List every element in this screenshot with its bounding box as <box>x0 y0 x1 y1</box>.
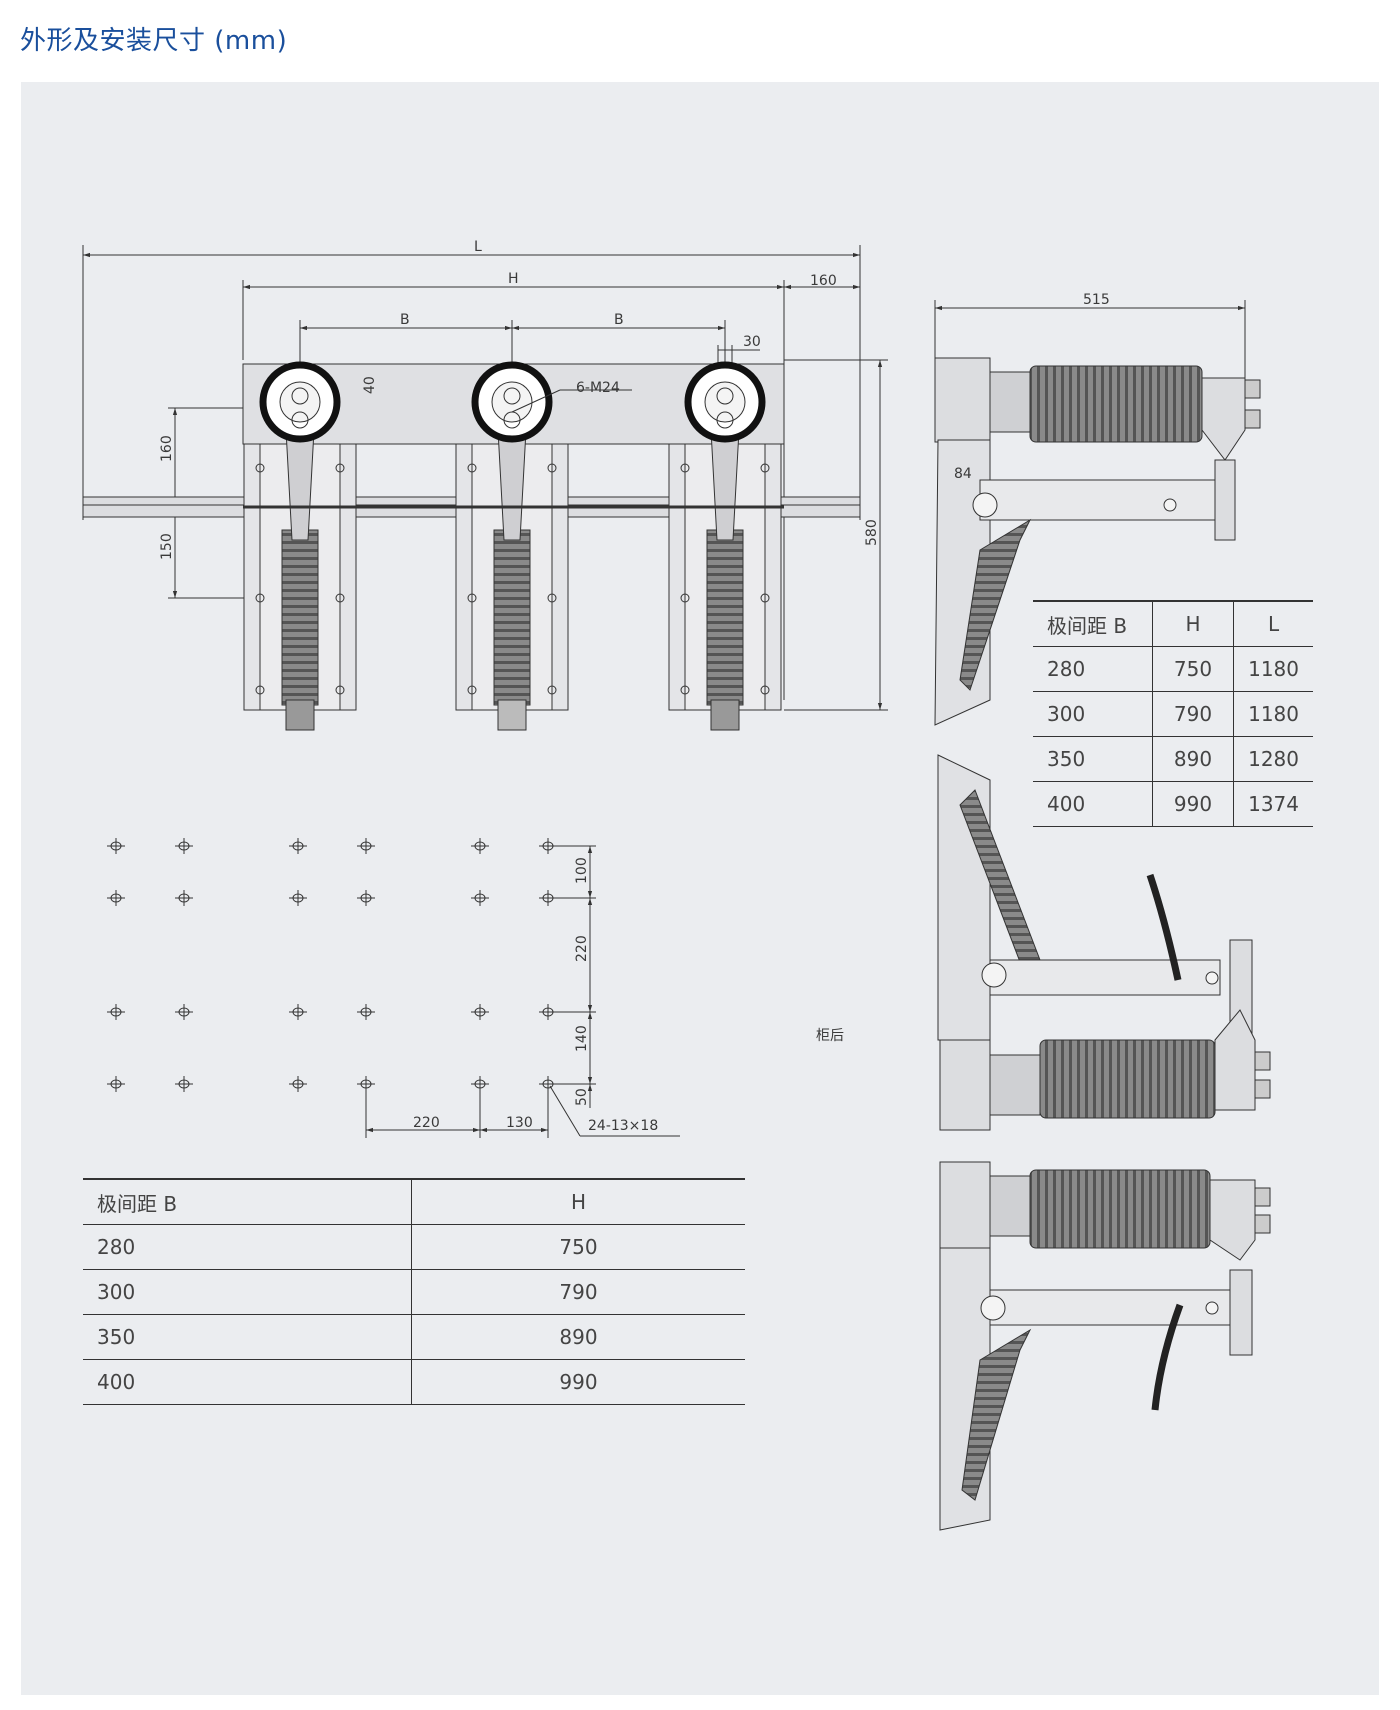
dim-160-left-label: 160 <box>159 435 175 462</box>
side-view-top <box>934 300 1261 726</box>
table-header-cell: H <box>411 1178 745 1225</box>
table-cell: 750 <box>1152 646 1235 692</box>
dim-220-v-label: 220 <box>574 935 590 962</box>
table-row: 400 990 1374 <box>1033 781 1313 827</box>
dim-100-label: 100 <box>574 857 590 884</box>
table-cell: 350 <box>83 1314 412 1360</box>
table-row: 350 890 1280 <box>1033 736 1313 782</box>
table-cell: 400 <box>1033 781 1153 827</box>
table-cell: 280 <box>1033 646 1153 692</box>
dim-L-label: L <box>474 239 482 255</box>
table-header-cell: 极间距 B <box>1033 600 1153 647</box>
table-header-cell: 极间距 B <box>83 1178 412 1225</box>
side-view-middle <box>937 754 1271 1131</box>
dim-50-label: 50 <box>574 1088 590 1106</box>
table-cell: 890 <box>1152 736 1235 782</box>
table-cell: 280 <box>83 1224 412 1270</box>
dim-150-label: 150 <box>159 533 175 560</box>
table-row: 极间距 B H L <box>1033 600 1313 647</box>
dim-140-label: 140 <box>574 1025 590 1052</box>
pole-1 <box>243 361 357 731</box>
table-cell: 1180 <box>1233 646 1313 692</box>
table-cell: 1374 <box>1233 781 1313 827</box>
table-cell: 350 <box>1033 736 1153 782</box>
table-cell: 990 <box>1152 781 1235 827</box>
dim-220-h-label: 220 <box>413 1115 440 1131</box>
hole-pattern <box>107 838 680 1138</box>
dim-160-label: 160 <box>810 273 837 289</box>
hole-spec-label: 24-13×18 <box>588 1118 658 1134</box>
table-row: 350 890 <box>83 1314 745 1360</box>
table-cell: 300 <box>83 1269 412 1315</box>
table-cell: 990 <box>411 1359 745 1405</box>
side-view-bottom <box>939 1161 1271 1531</box>
table-cell: 750 <box>411 1224 745 1270</box>
dim-515-label: 515 <box>1083 292 1110 308</box>
table-header-cell: H <box>1152 600 1235 647</box>
dim-30-label: 30 <box>743 334 761 350</box>
table-cell: 890 <box>411 1314 745 1360</box>
table-cell: 1280 <box>1233 736 1313 782</box>
table-header-cell: L <box>1233 600 1313 647</box>
dim-B2-label: B <box>614 312 624 328</box>
dim-B1-label: B <box>400 312 410 328</box>
spec-table-bottom: 极间距 B H 280 750 300 790 350 890 400 990 <box>83 1178 745 1405</box>
thread-label: 6-M24 <box>576 380 620 396</box>
table-row: 280 750 <box>83 1224 745 1270</box>
table-row: 280 750 1180 <box>1033 646 1313 692</box>
dim-580-label: 580 <box>864 519 880 546</box>
dim-H-label: H <box>508 271 519 287</box>
page-title: 外形及安装尺寸 (mm) <box>20 26 288 56</box>
spec-table-right: 极间距 B H L 280 750 1180 300 790 1180 350 … <box>1033 600 1313 827</box>
table-cell: 1180 <box>1233 691 1313 737</box>
pole-3 <box>668 361 782 731</box>
dim-84-label: 84 <box>954 466 972 482</box>
table-row: 极间距 B H <box>83 1178 745 1225</box>
table-cell: 300 <box>1033 691 1153 737</box>
table-cell: 790 <box>1152 691 1235 737</box>
rear-label: 柜后 <box>816 1028 844 1044</box>
dim-130-label: 130 <box>506 1115 533 1131</box>
table-row: 300 790 1180 <box>1033 691 1313 737</box>
table-cell: 790 <box>411 1269 745 1315</box>
pole-2 <box>455 361 569 731</box>
table-cell: 400 <box>83 1359 412 1405</box>
table-row: 400 990 <box>83 1359 745 1405</box>
dim-40-label: 40 <box>362 376 378 394</box>
table-row: 300 790 <box>83 1269 745 1315</box>
